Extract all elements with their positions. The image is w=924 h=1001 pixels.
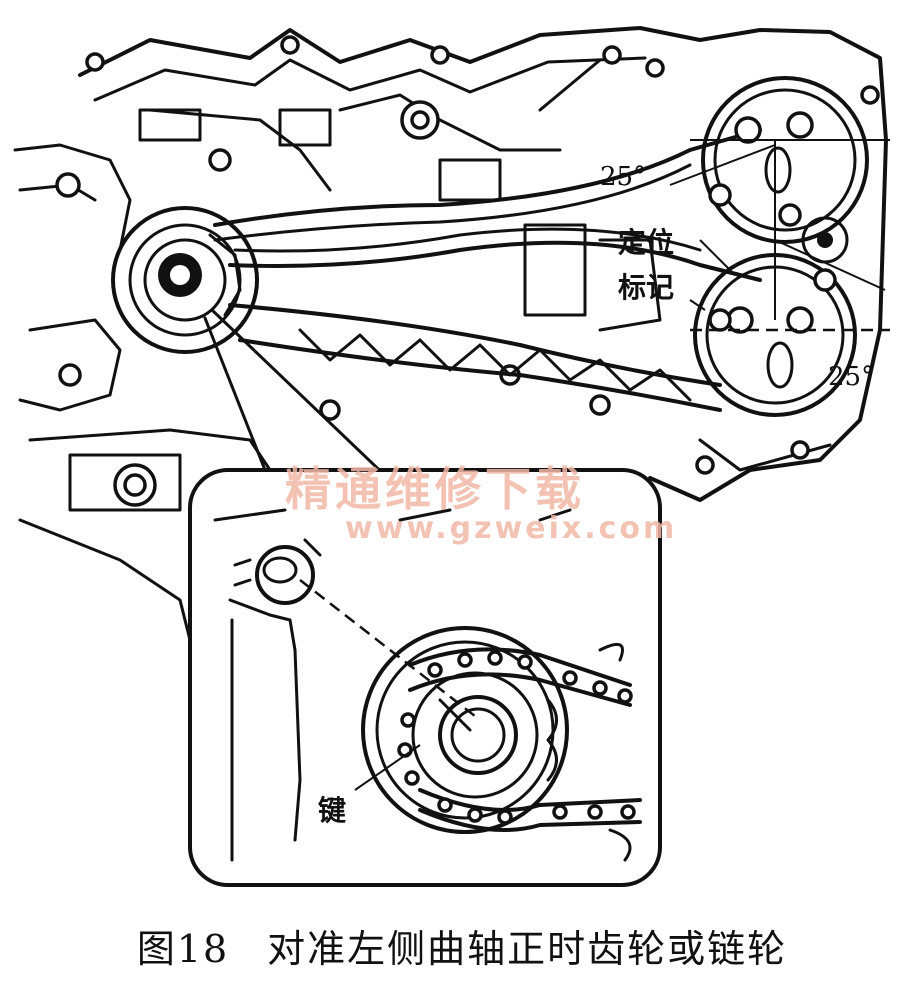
detail-pointer-lines — [203, 308, 397, 487]
watermark: 精通维修下载 www.gzweix.com — [285, 462, 677, 546]
key-label: 键 — [318, 794, 346, 827]
timing-mark-label-line2: 标记 — [618, 271, 674, 304]
detail-inset: 键 — [188, 468, 662, 887]
angle-label-bottom: 25° — [828, 362, 874, 392]
engine-cover-outline — [13, 26, 888, 642]
crankshaft-sprocket — [111, 206, 259, 354]
chain-tensioner-guide — [298, 328, 692, 402]
upper-timing-chain — [213, 128, 762, 282]
detail-timing-chain — [397, 647, 642, 832]
figure-caption: 图18 对准左侧曲轴正时齿轮或链轮 — [0, 918, 924, 973]
angle-label-top: 25° — [600, 162, 646, 192]
crank-key-boss — [255, 538, 322, 605]
cover-bolts — [55, 35, 880, 507]
detail-crank-sprocket — [361, 626, 569, 834]
lower-timing-chain — [228, 303, 722, 412]
watermark-title: 精通维修下载 — [285, 462, 585, 516]
timing-reference-lines — [669, 139, 890, 332]
figure-number: 图18 — [136, 927, 230, 971]
upper-camshaft-sprocket — [701, 76, 869, 244]
figure-title: 对准左侧曲轴正时齿轮或链轮 — [267, 927, 788, 971]
watermark-url: www.gzweix.com — [345, 511, 677, 546]
timing-mark-label-line1: 定位 — [618, 226, 674, 259]
